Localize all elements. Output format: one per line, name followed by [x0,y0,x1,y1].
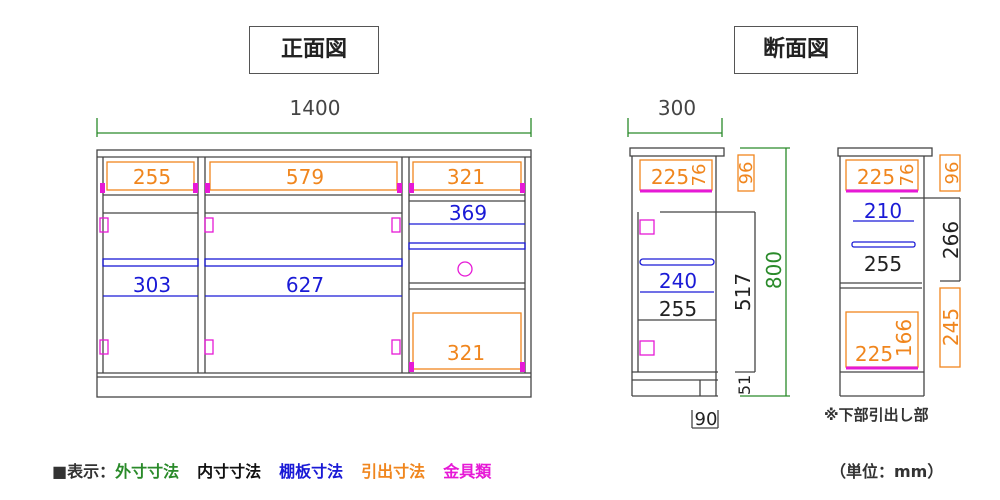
front-view [96,118,532,398]
drawer-label: 321 [447,341,485,365]
drawer-height-label: 76 [689,164,710,187]
lower-drawer-note: ※下部引出し部 [824,406,929,424]
shelf-label: 369 [449,201,487,225]
hinge-hardware [99,217,473,355]
bottom-drawer-depth-label: 225 [855,342,893,366]
section-view-right [837,147,961,397]
unit-label: （単位：mm） [830,462,944,481]
cabinet-outline [96,149,532,398]
shelf-depth-label: 210 [864,199,902,223]
shelf-label: 627 [286,273,324,297]
legend-hardware: 金具類 [443,462,492,481]
drawer-label: 579 [286,165,324,189]
section-view-left [627,118,790,429]
legend: ■表示：外寸寸法内寸寸法棚板寸法引出寸法金具類 [52,458,509,482]
knob-icon [457,261,473,277]
depth-label: 300 [658,96,696,120]
drawer-depth-label: 225 [857,165,895,189]
plinth-label: 51 [735,375,754,395]
drawer-outer-label: 96 [942,162,963,185]
inner-depth-label: 255 [864,252,902,276]
drawer-depth-label: 225 [651,165,689,189]
shelf-label: 303 [133,273,171,297]
drawer-label: 321 [447,165,485,189]
drawer-outer-label: 96 [736,162,757,185]
bottom-drawer-height-label: 166 [892,319,916,357]
shelf-outlines [102,223,526,297]
toe-label: 90 [695,409,718,430]
drawer-label: 255 [133,165,171,189]
legend-outer: 外寸寸法 [115,462,180,481]
inner-height-label: 266 [939,221,963,259]
front-width-dimension [96,118,532,137]
drawer-outlines [106,161,522,370]
front-labels: 1400 255 579 321 369 303 627 321 [133,96,487,365]
legend-shelf: 棚板寸法 [279,462,344,481]
front-width-label: 1400 [290,96,341,120]
legend-inner: 内寸寸法 [197,462,262,481]
inner-height-label: 517 [731,273,755,311]
section-view-title: 断面図 [734,26,858,74]
shelf-depth-label: 240 [659,269,697,293]
front-view-title: 正面図 [249,26,379,74]
section-right-labels: 225 76 96 210 255 266 245 166 225 [855,162,963,366]
legend-prefix: ■表示： [52,462,116,481]
bottom-outer-label: 245 [939,308,963,346]
height-label: 800 [762,251,786,289]
inner-depth-label: 255 [659,297,697,321]
section-left-labels: 300 225 76 96 240 255 517 51 800 90 [651,96,786,430]
drawer-height-label: 76 [897,164,918,187]
legend-drawer: 引出寸法 [361,462,426,481]
